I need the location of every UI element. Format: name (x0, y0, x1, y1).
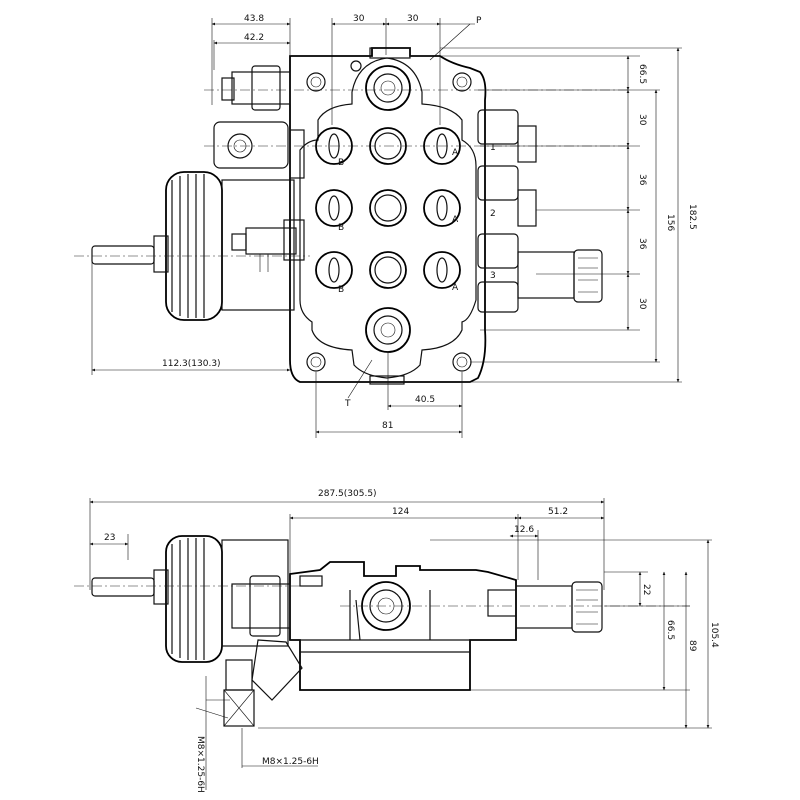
side-view: 287.5(305.5) 124 51.2 23 12.6 (74, 489, 719, 793)
dim-40-5: 40.5 (415, 395, 435, 405)
dim-30-right: 30 (407, 14, 419, 24)
dim-30-left: 30 (353, 14, 365, 24)
thread-label-1: M8×1.25-6H (195, 736, 205, 793)
dim-22: 22 (641, 584, 651, 595)
dim-112-3: 112.3(130.3) (162, 359, 221, 369)
port-a-label-2: A (452, 215, 459, 225)
dim-182-5: 182.5 (687, 204, 697, 230)
dim-43-8: 43.8 (244, 14, 264, 24)
dim-30-b: 30 (637, 298, 647, 310)
port-a-label-3: A (452, 283, 459, 293)
port-b-label-1: B (338, 158, 344, 168)
dim-36-b: 36 (637, 238, 647, 250)
dim-30-a: 30 (637, 114, 647, 126)
port-a-label-1: A (452, 148, 459, 158)
dim-156: 156 (665, 214, 675, 231)
section-label-2: 2 (490, 209, 496, 219)
top-view: 43.8 42.2 30 30 P (74, 14, 697, 438)
thread-label-2: M8×1.25-6H (262, 757, 319, 767)
dim-124: 124 (392, 507, 409, 517)
dim-23: 23 (104, 533, 115, 543)
valve-body-top (289, 47, 487, 385)
valve-body-side (289, 561, 517, 691)
section-label-1: 1 (490, 143, 496, 153)
dim-287-5: 287.5(305.5) (318, 489, 377, 499)
port-p-label: P (476, 16, 482, 26)
dim-36-a: 36 (637, 174, 647, 186)
port-b-label-2: B (338, 223, 344, 233)
dim-105-4: 105.4 (709, 622, 719, 648)
side-vertical-dims (258, 539, 712, 729)
port-b-label-3: B (338, 285, 344, 295)
dim-81: 81 (382, 421, 393, 431)
dim-66-5-side: 66.5 (665, 620, 675, 640)
dim-12-6: 12.6 (514, 525, 534, 535)
left-actuator-side (91, 535, 303, 727)
left-actuator-top (91, 65, 305, 321)
dim-51-2: 51.2 (548, 507, 568, 517)
port-t-label: T (344, 399, 351, 409)
dim-66-5-top: 66.5 (637, 64, 647, 84)
section-label-3: 3 (490, 271, 496, 281)
spool-ends-right (477, 109, 603, 313)
dim-89: 89 (687, 640, 697, 652)
right-spool-side (515, 581, 603, 633)
dim-42-2: 42.2 (244, 33, 264, 43)
right-vertical-dims (410, 47, 682, 383)
